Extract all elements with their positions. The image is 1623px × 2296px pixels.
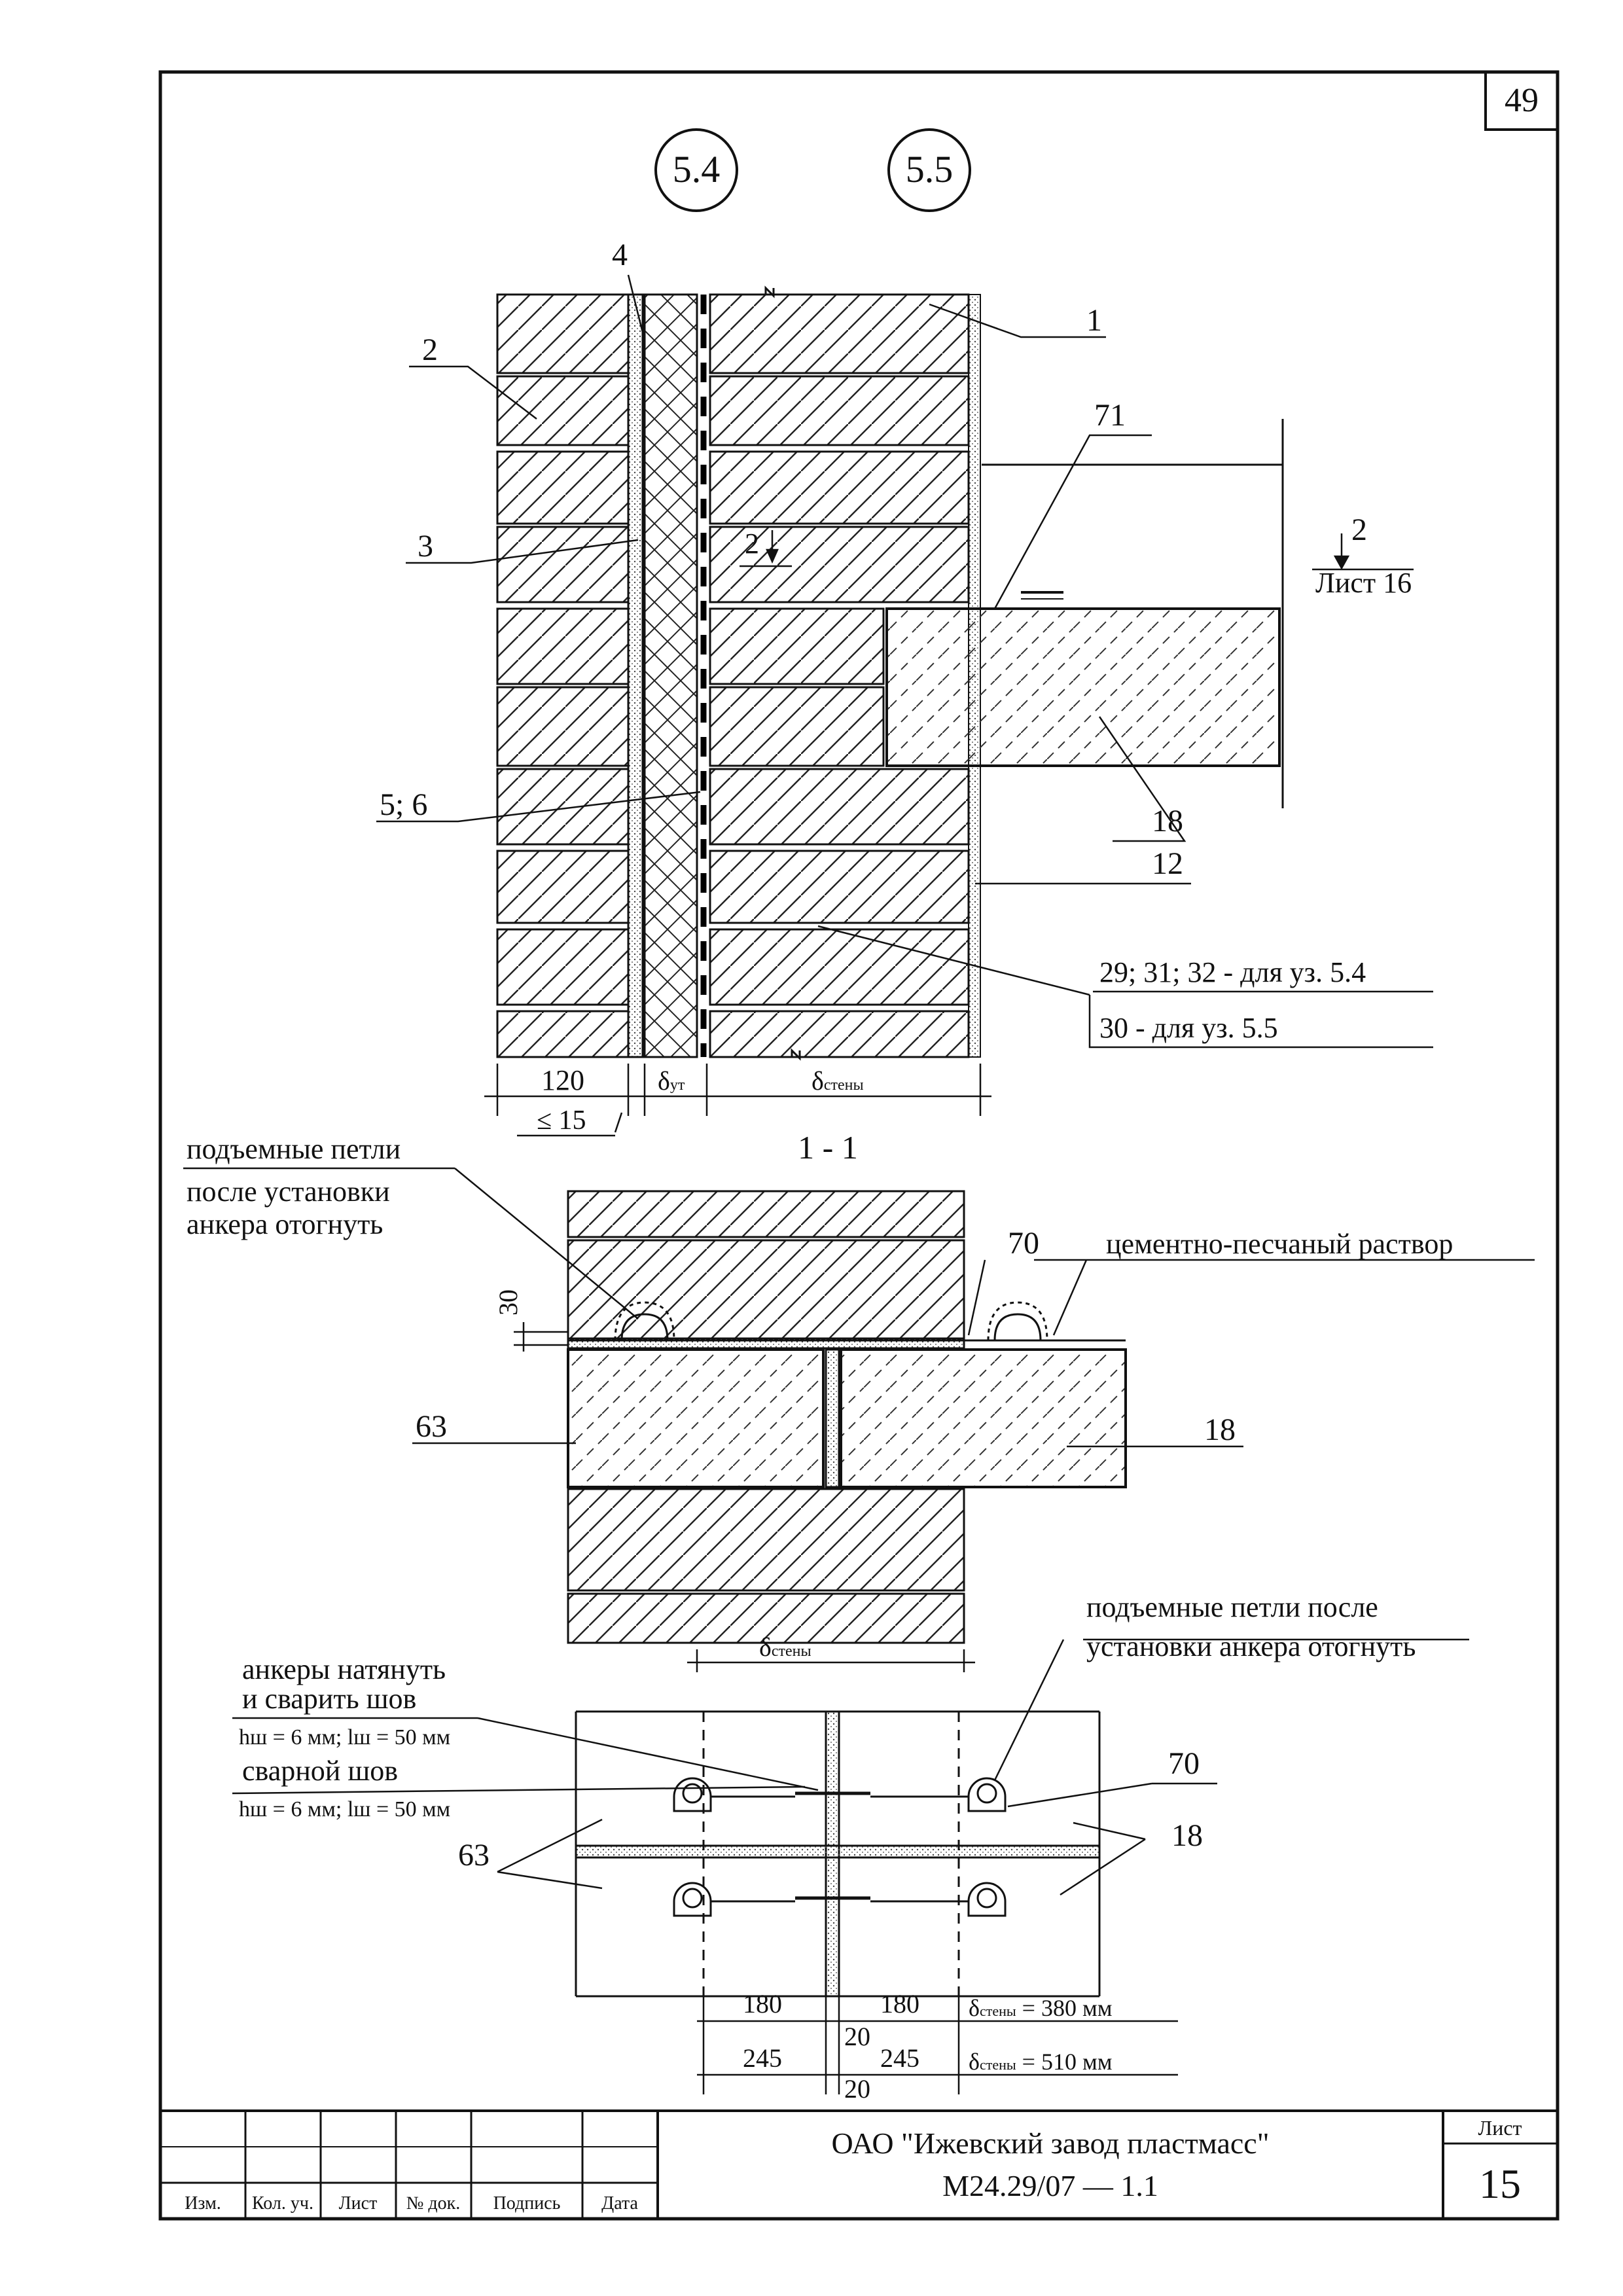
position-label-70-section: 70 [1008,1226,1039,1261]
weld-label: сварной шов [242,1755,398,1787]
dimension-wall-thickness: δстены [812,1066,864,1096]
wall-detail-dimensions [484,1064,991,1137]
section-marker-5-5: 5.5 [906,148,954,190]
wall-section-detail [496,285,1284,1061]
inner-brick-layer [709,293,970,1058]
cut-reference-sheet: Лист 16 [1315,567,1412,599]
plan-dimension-20-top: 20 [844,2022,870,2051]
title-col-sign: Подпись [493,2193,561,2214]
air-gap [627,293,644,1058]
sheet-frame [158,70,1560,2221]
position-label-18: 18 [1152,804,1183,838]
wall-detail-leaders [376,274,1433,1049]
section-wall-thickness: δстены [759,1632,812,1662]
section-lifting-loops [568,1301,1126,1342]
document-code: М24.29/07 — 1.1 [942,2169,1158,2202]
weld-spec-2: hш = 6 мм; lш = 50 мм [239,1797,450,1821]
position-label-63-section: 63 [416,1409,447,1444]
sheet-label: Лист [1478,2116,1522,2140]
cut-reference-number: 2 [1351,512,1367,547]
position-label-4: 4 [612,238,628,272]
weld-spec-1: hш = 6 мм; lш = 50 мм [239,1725,450,1749]
plan-dimension-wall-380: δстены = 380 мм [969,1995,1113,2021]
plan-dimension-180-right: 180 [880,1989,919,2018]
position-label-1: 1 [1086,303,1102,338]
mortar-label: цементно-песчаный раствор [1106,1228,1453,1260]
position-label-18-section: 18 [1204,1412,1236,1447]
plan-dimension-245-left: 245 [743,2043,782,2073]
position-label-71: 71 [1094,398,1126,433]
position-label-18-plan: 18 [1171,1818,1203,1853]
note-loops-line-3: анкера отогнуть [187,1208,383,1240]
plan-note-anchor-line-1: анкеры натянуть [242,1653,446,1685]
position-label-3: 3 [418,529,433,564]
position-label-70-plan: 70 [1168,1746,1200,1781]
plan-note-right-line-1: подъемные петли после [1086,1591,1378,1623]
section-markers [654,128,971,212]
plan-dimension-20-bottom: 20 [844,2074,870,2104]
note-loops-line-2: после установки [187,1175,390,1208]
section-marker-5-4: 5.4 [673,148,721,190]
plan-dimension-wall-510: δстены = 510 мм [969,2049,1113,2075]
node-note-line-2: 30 - для уз. 5.5 [1099,1012,1278,1044]
floor-slab-18 [885,607,1281,767]
dimension-120: 120 [541,1064,584,1096]
sheet-number: 15 [1479,2161,1521,2207]
node-note-line-1: 29; 31; 32 - для уз. 5.4 [1099,956,1366,988]
title-col-date: Дата [601,2193,638,2214]
note-loops-line-1: подъемные петли [187,1133,401,1165]
dimension-insulation-thickness: δут [658,1066,685,1096]
plan-drawing [575,1710,1101,1998]
position-label-2: 2 [422,332,438,367]
title-col-kol-uch: Кол. уч. [252,2193,313,2214]
position-label-12: 12 [1152,846,1183,881]
plan-dimension-180-left: 180 [743,1989,782,2018]
section-1-1-title: 1 - 1 [798,1129,858,1166]
position-label-63-plan: 63 [458,1838,490,1873]
plan-note-right-line-2: установки анкера отогнуть [1086,1630,1416,1662]
company-name: ОАО "Ижевский завод пластмасс" [831,2126,1269,2160]
outer-brick-layer [496,293,630,1058]
plan-leaders [232,1638,1469,2094]
plan-dimension-245-right: 245 [880,2043,919,2073]
title-col-doc: № док. [406,2193,461,2214]
section-leaders [183,1167,1535,1672]
cut-arrow-small-label: 2 [745,528,759,560]
title-col-izm: Изм. [185,2193,221,2214]
title-col-list: Лист [339,2193,378,2214]
page-corner-number: 49 [1505,82,1539,119]
plan-note-anchor-line-2: и сварить шов [242,1683,416,1715]
section-1-1-drawing [567,1190,1127,1644]
position-label-5-6: 5; 6 [380,787,427,822]
dimension-le-15: ≤ 15 [537,1105,586,1136]
insulation-layer [643,293,698,1058]
dimension-30: 30 [493,1289,523,1316]
title-block [160,2109,1558,2219]
